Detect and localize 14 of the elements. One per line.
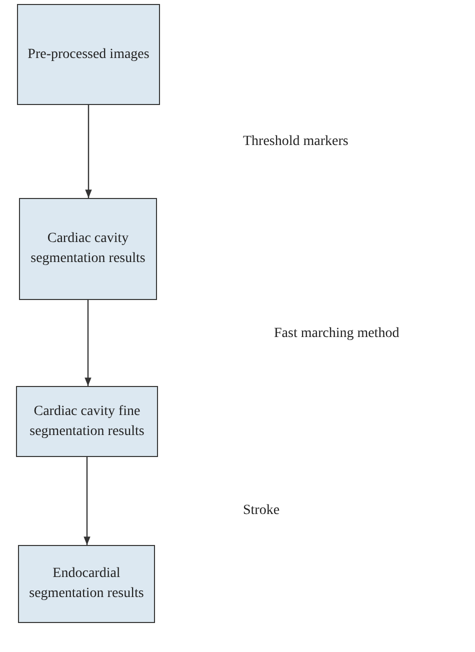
box-label: Pre-processed images	[28, 46, 150, 64]
process-box	[19, 198, 157, 300]
box-label: Endocardial segmentation results	[28, 565, 145, 603]
arrow	[84, 300, 92, 386]
box-label: Cardiac cavity fine segmentation results	[28, 402, 146, 440]
process-box	[16, 386, 158, 457]
process-box	[17, 4, 160, 105]
arrow	[84, 457, 90, 545]
box-label: Cardiac cavity segmentation results	[30, 230, 146, 268]
arrow	[85, 105, 92, 198]
step-note: Stroke	[243, 503, 280, 519]
step-note: Fast marching method	[274, 326, 400, 342]
process-box	[18, 545, 155, 623]
step-note: Threshold markers	[243, 134, 348, 150]
